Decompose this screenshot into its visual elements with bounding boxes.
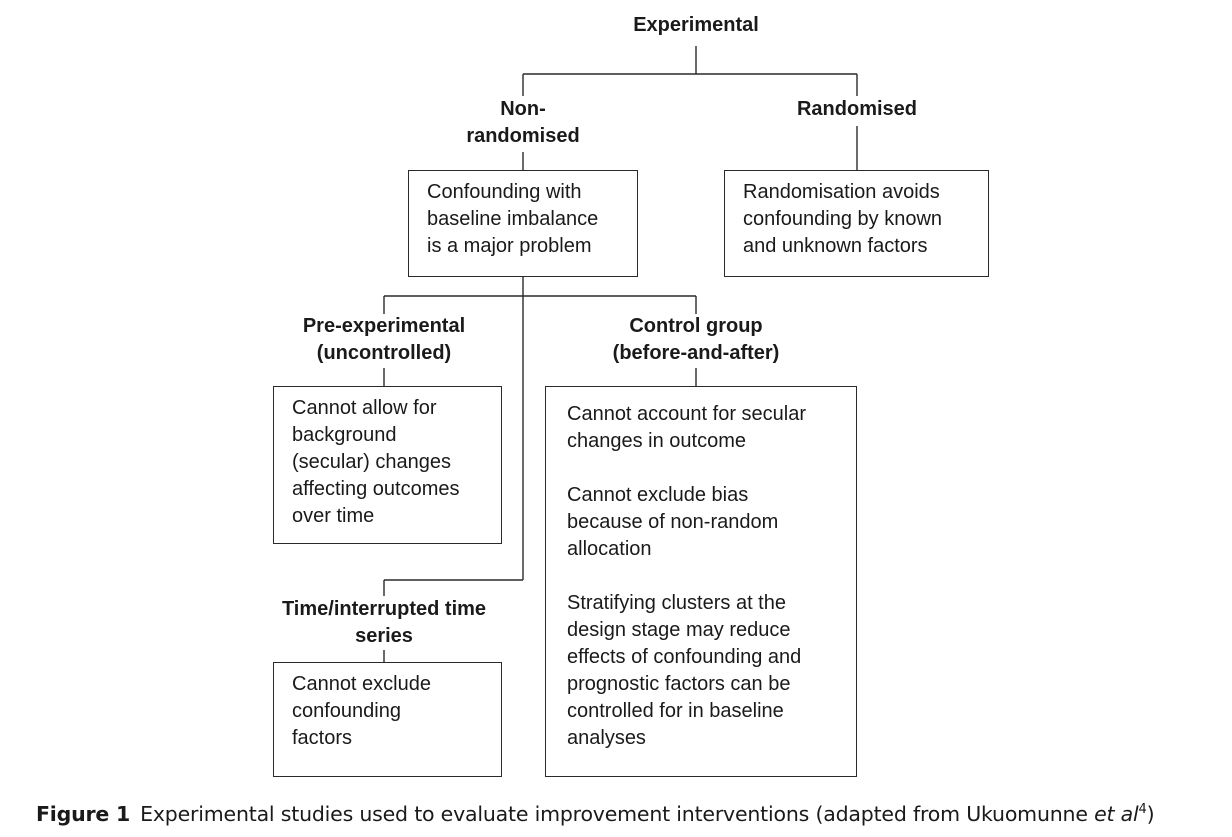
- caption-italic: et al: [1094, 802, 1139, 826]
- control-group-paragraph-1: Cannot account for secular changes in ou…: [567, 403, 807, 452]
- time-series-box: Cannot exclude confounding factors: [273, 662, 502, 777]
- non-randomised-box: Confounding with baseline imbalance is a…: [408, 170, 638, 277]
- figure-caption: Figure 1 Experimental studies used to eva…: [36, 800, 1155, 828]
- randomised-box: Randomisation avoids confounding by know…: [724, 170, 989, 277]
- control-group-paragraph-3: Stratifying clusters at the design stage…: [567, 592, 802, 749]
- pre-experimental-box: Cannot allow for background (secular) ch…: [273, 386, 502, 544]
- pre-experimental-text: Cannot allow for background (secular) ch…: [292, 397, 460, 527]
- non-randomised-heading: Non- randomised: [466, 98, 580, 147]
- randomised-heading: Randomised: [796, 98, 918, 120]
- randomised-text: Randomisation avoids confounding by know…: [743, 181, 943, 257]
- time-series-text: Cannot exclude confounding factors: [292, 673, 431, 749]
- control-group-box: Cannot account for secular changes in ou…: [545, 386, 857, 777]
- time-series-heading: Time/interrupted time series: [281, 598, 487, 647]
- figure-label: Figure 1: [36, 802, 131, 826]
- non-randomised-text: Confounding with baseline imbalance is a…: [427, 181, 599, 257]
- caption-text: Experimental studies used to evaluate im…: [140, 802, 1095, 826]
- control-group-paragraph-2: Cannot exclude bias because of non-rando…: [567, 484, 779, 560]
- root-heading: Experimental: [633, 14, 759, 36]
- caption-citation: 4: [1138, 802, 1147, 818]
- control-group-heading: Control group (before-and-after): [612, 315, 780, 364]
- pre-experimental-heading: Pre-experimental (uncontrolled): [302, 315, 466, 364]
- caption-closing: ): [1146, 802, 1155, 826]
